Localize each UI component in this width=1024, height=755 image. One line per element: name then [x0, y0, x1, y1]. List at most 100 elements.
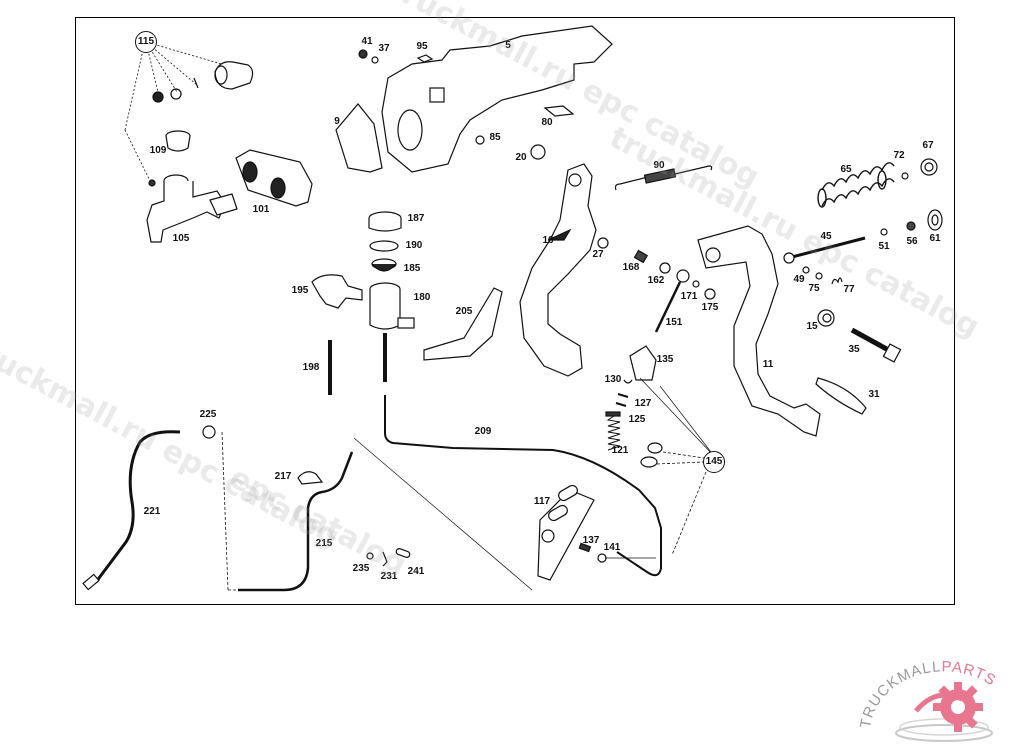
callout-145[interactable]: 145	[703, 451, 725, 473]
part-125	[605, 411, 621, 417]
callout-180[interactable]: 180	[413, 292, 431, 303]
callout-235[interactable]: 235	[352, 563, 370, 574]
callout-80[interactable]: 80	[541, 117, 553, 128]
part-171	[692, 280, 700, 288]
part-61	[927, 209, 943, 231]
callout-162[interactable]: 162	[647, 275, 665, 286]
callout-137[interactable]: 137	[582, 535, 600, 546]
part-56	[906, 221, 916, 231]
callout-72[interactable]: 72	[893, 150, 905, 161]
callout-41[interactable]: 41	[361, 36, 373, 47]
callout-35[interactable]: 35	[848, 344, 860, 355]
callout-75[interactable]: 75	[808, 283, 820, 294]
callout-105[interactable]: 105	[172, 233, 190, 244]
part-235	[366, 552, 374, 560]
part-41	[358, 49, 368, 59]
callout-65[interactable]: 65	[840, 164, 852, 175]
callout-101[interactable]: 101	[252, 204, 270, 215]
part-31-pad	[815, 377, 867, 415]
callout-85[interactable]: 85	[489, 132, 501, 143]
part-221-hose	[94, 430, 181, 583]
callout-221[interactable]: 221	[143, 506, 161, 517]
callout-241[interactable]: 241	[407, 566, 425, 577]
callout-215[interactable]: 215	[315, 538, 333, 549]
callout-45[interactable]: 45	[820, 231, 832, 242]
part-130	[623, 379, 633, 384]
part-195-clamp	[311, 274, 363, 309]
part-115-seals	[152, 77, 199, 103]
part-209-line	[384, 395, 662, 577]
callout-9[interactable]: 9	[334, 116, 340, 127]
part-121-spring	[606, 415, 621, 451]
part-175	[704, 288, 716, 300]
callout-125[interactable]: 125	[628, 414, 646, 425]
callout-205[interactable]: 205	[455, 306, 473, 317]
callout-15[interactable]: 15	[806, 321, 818, 332]
callout-121[interactable]: 121	[611, 445, 629, 456]
callout-190[interactable]: 190	[405, 240, 423, 251]
callout-115[interactable]: 115	[135, 31, 157, 53]
callout-187[interactable]: 187	[407, 213, 425, 224]
callout-20[interactable]: 20	[515, 152, 527, 163]
part-75	[815, 272, 823, 280]
callout-217[interactable]: 217	[274, 471, 292, 482]
part-190-seal	[369, 240, 399, 252]
part-215-pipe	[238, 451, 354, 592]
callout-90[interactable]: 90	[653, 160, 665, 171]
part-45-rod	[783, 236, 866, 264]
part-162	[659, 262, 671, 274]
callout-141[interactable]: 141	[603, 542, 621, 553]
callout-195[interactable]: 195	[291, 285, 309, 296]
callout-5[interactable]: 5	[505, 40, 511, 51]
part-15	[817, 309, 835, 327]
part-117-slave-cylinder	[537, 484, 595, 581]
callout-168[interactable]: 168	[622, 262, 640, 273]
callout-31[interactable]: 31	[868, 389, 880, 400]
part-127	[615, 393, 629, 407]
callout-135[interactable]: 135	[656, 354, 674, 365]
part-241	[395, 548, 411, 558]
leader-lines-145	[656, 451, 707, 556]
part-187-cap	[368, 211, 402, 232]
part-185	[371, 258, 397, 272]
part-20	[530, 144, 546, 160]
part-51	[880, 228, 888, 236]
callout-16[interactable]: 16	[542, 235, 554, 246]
callout-175[interactable]: 175	[701, 302, 719, 313]
callout-109[interactable]: 109	[149, 145, 167, 156]
callout-225[interactable]: 225	[199, 409, 217, 420]
callout-231[interactable]: 231	[380, 571, 398, 582]
callout-49[interactable]: 49	[793, 274, 805, 285]
part-141	[597, 553, 607, 563]
callout-61[interactable]: 61	[929, 233, 941, 244]
callout-67[interactable]: 67	[922, 140, 934, 151]
callout-198[interactable]: 198	[302, 362, 320, 373]
part-205-bracket	[423, 287, 503, 361]
callout-209[interactable]: 209	[474, 426, 492, 437]
diagram-frame	[75, 17, 955, 605]
callout-127[interactable]: 127	[634, 398, 652, 409]
part-9-gasket	[335, 103, 383, 173]
callout-151[interactable]: 151	[665, 317, 683, 328]
callout-171[interactable]: 171	[680, 291, 698, 302]
part-217	[297, 471, 324, 485]
callout-27[interactable]: 27	[592, 249, 604, 260]
part-65-spring	[817, 162, 895, 208]
callout-117[interactable]: 117	[533, 496, 551, 507]
logo-graphic: TRUCKMALLPARTS	[857, 658, 998, 742]
part-145-rings	[640, 442, 663, 468]
callout-95[interactable]: 95	[416, 41, 428, 52]
callout-11[interactable]: 11	[762, 359, 774, 370]
callout-77[interactable]: 77	[843, 284, 855, 295]
part-137	[578, 542, 592, 553]
part-135-boot	[629, 345, 657, 381]
callout-51[interactable]: 51	[878, 241, 890, 252]
leader-lines-115	[124, 41, 226, 186]
part-95	[416, 54, 434, 63]
callout-185[interactable]: 185	[403, 263, 421, 274]
callout-56[interactable]: 56	[906, 236, 918, 247]
callout-130[interactable]: 130	[604, 374, 622, 385]
callout-37[interactable]: 37	[378, 43, 390, 54]
part-72	[901, 172, 909, 180]
